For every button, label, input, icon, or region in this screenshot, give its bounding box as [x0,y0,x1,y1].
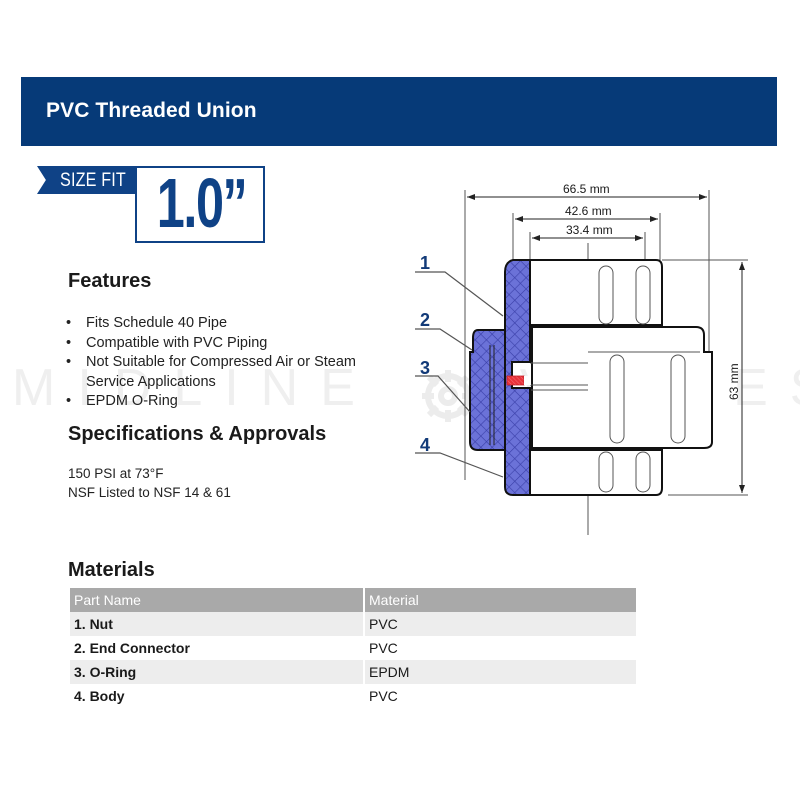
table-row: 4. Body PVC [70,684,636,708]
table-header-row: Part Name Material [70,588,636,612]
dimension-overall-width: 66.5 mm [563,182,610,196]
spec-line: NSF Listed to NSF 14 & 61 [68,485,231,500]
o-ring-shape [506,375,525,386]
feature-item: •EPDM O-Ring [66,392,376,412]
table-row: 1. Nut PVC [70,612,636,636]
materials-table: Part Name Material 1. Nut PVC 2. End Con… [68,588,638,708]
bullet-icon: • [66,315,72,331]
dimension-overall-height: 63 mm [727,363,741,400]
material-cell: PVC [369,640,398,656]
feature-item: •Not Suitable for Compressed Air or Stea… [66,354,356,390]
callout-4: 4 [420,435,430,455]
size-fit-label: SIZE FIT [60,170,126,191]
material-cell: EPDM [365,660,636,684]
material-cell: PVC [369,688,398,704]
size-fit-value: 1.0” [156,164,248,242]
bullet-icon: • [66,334,72,351]
dimension-bore-width: 33.4 mm [566,223,613,237]
callout-1: 1 [420,253,430,273]
gear-wheel-icon [413,366,483,423]
features-heading: Features [68,270,152,292]
size-fit-ribbon [37,166,136,194]
watermark-text-left: MIDLINE [12,359,377,417]
bullet-icon: • [66,393,72,409]
part-name-cell: 1. Nut [70,612,363,636]
materials-heading: Materials [68,559,155,581]
table-row: 2. End Connector PVC [70,636,636,660]
specifications-heading: Specifications & Approvals [68,423,327,445]
features-list: •Fits Schedule 40 Pipe •Compatible with … [66,314,376,412]
dimension-nut-width: 42.6 mm [565,204,612,218]
page-title: PVC Threaded Union [46,99,257,122]
table-row: 3. O-Ring EPDM [70,660,636,684]
union-cross-section-diagram: 66.5 mm 42.6 mm 33.4 mm 24 mm 28 mm 63 m… [395,160,795,540]
specifications-list: 150 PSI at 73°F NSF Listed to NSF 14 & 6… [68,464,231,502]
material-cell: PVC [365,612,636,636]
header-banner [21,77,777,146]
size-fit-box [135,166,265,243]
callout-2: 2 [420,310,430,330]
column-header-material: Material [365,588,636,612]
part-name-cell: 2. End Connector [74,640,190,656]
spec-line: 150 PSI at 73°F [68,466,164,481]
callout-3: 3 [420,358,430,378]
feature-item: •Compatible with PVC Piping [66,334,376,354]
feature-item: •Fits Schedule 40 Pipe [66,314,376,334]
bullet-icon: • [66,354,72,370]
part-name-cell: 3. O-Ring [70,660,363,684]
column-header-part-name: Part Name [70,588,363,612]
part-name-cell: 4. Body [74,688,125,704]
